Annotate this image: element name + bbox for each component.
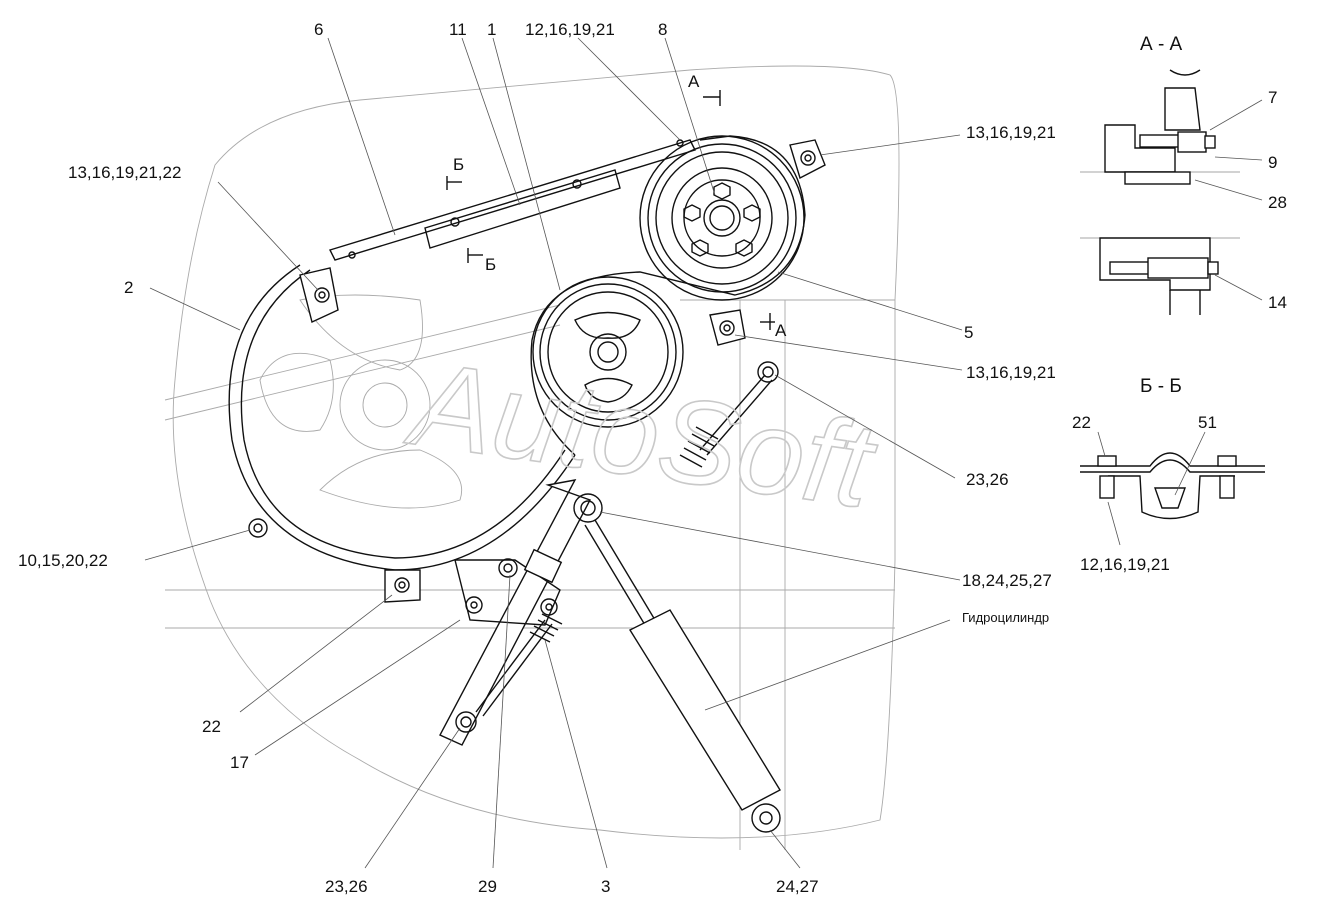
callout-22-bottom: 22 [202, 717, 221, 736]
callout-8: 8 [658, 20, 667, 39]
bb-callout-12: 12,16,19,21 [1080, 555, 1170, 574]
cut-mark-a-bottom: А [775, 321, 787, 340]
cut-mark-a-top: А [688, 72, 700, 91]
hydraulic-cylinder [584, 519, 781, 833]
guard-plate [329, 139, 696, 261]
bracket-left [299, 267, 339, 323]
section-bb: Б - Б 22 51 12,16,19,21 [1072, 376, 1265, 574]
callout-13-left: 13,16,19,21,22 [68, 163, 181, 182]
aa-callout-14: 14 [1268, 293, 1287, 312]
tensioner-arm [439, 479, 603, 746]
callout-23-right: 23,26 [966, 470, 1009, 489]
bracket-top-right [789, 139, 826, 180]
callout-13-right-mid: 13,16,19,21 [966, 363, 1056, 382]
belt-guard-inner [240, 269, 566, 559]
section-bb-title: Б - Б [1140, 376, 1182, 397]
callout-13-right-top: 13,16,19,21 [966, 123, 1056, 142]
belt-guard [228, 264, 576, 571]
bracket-bottom [384, 569, 421, 603]
background-wheel [259, 294, 462, 509]
guard-bar [424, 169, 621, 249]
cut-mark-b-top: Б [453, 155, 464, 174]
cut-mark-b-bottom: Б [485, 255, 496, 274]
callout-6: 6 [314, 20, 323, 39]
callout-12-top: 12,16,19,21 [525, 20, 615, 39]
callout-5: 5 [964, 323, 973, 342]
lower-pulley [532, 276, 684, 428]
aa-callout-28: 28 [1268, 193, 1287, 212]
callout-1: 1 [487, 20, 496, 39]
section-aa-title: А - А [1140, 34, 1183, 55]
bb-callout-51: 51 [1198, 413, 1217, 432]
callout-10: 10,15,20,22 [18, 551, 108, 570]
spring-rod-lower [475, 613, 563, 717]
watermark: AutoSoft [400, 336, 885, 534]
upper-pulley [639, 135, 805, 301]
callout-29: 29 [478, 877, 497, 896]
drive-belt [531, 135, 806, 341]
section-aa: А - А 7 9 28 14 [1080, 34, 1287, 315]
callout-2: 2 [124, 278, 133, 297]
callout-18: 18,24,25,27 [962, 571, 1052, 590]
aa-callout-7: 7 [1268, 88, 1277, 107]
callout-24: 24,27 [776, 877, 819, 896]
drive-belt-lower [530, 339, 576, 456]
bolt-10 [248, 518, 268, 538]
spring-rod-upper [679, 361, 779, 468]
callout-11: 11 [449, 20, 467, 39]
callout-3: 3 [601, 877, 610, 896]
bracket-mid-right [709, 309, 746, 346]
leader-lines [144, 37, 963, 869]
callout-23-bottom: 23,26 [325, 877, 368, 896]
callout-17: 17 [230, 753, 249, 772]
callout-hydraulic-cylinder: Гидроцилиндр [962, 610, 1049, 625]
housing-outline [172, 65, 900, 839]
frame-diag-1 [164, 304, 561, 401]
bb-callout-22: 22 [1072, 413, 1091, 432]
frame-diag-2 [164, 324, 561, 421]
aa-callout-9: 9 [1268, 153, 1277, 172]
